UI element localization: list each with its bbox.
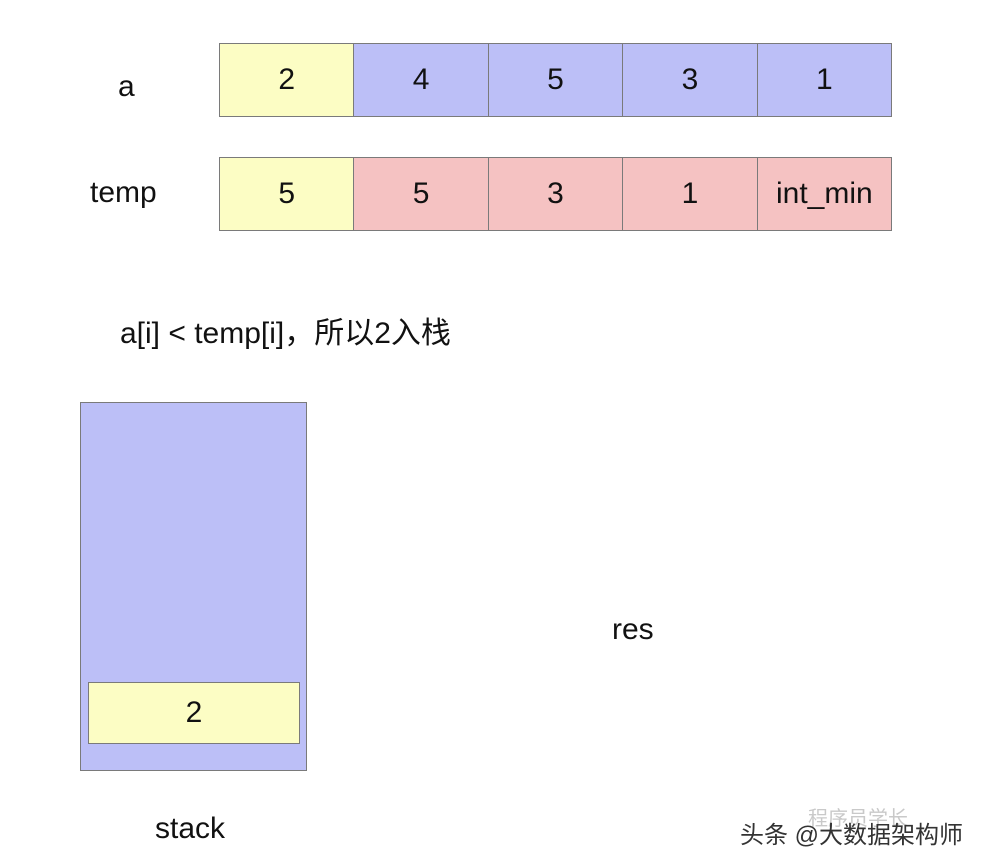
res-label: res (612, 613, 654, 646)
watermark-main: 头条 @大数据架构师 (740, 822, 964, 849)
stack-container: 2 (80, 402, 307, 771)
row-label-a: a (118, 70, 135, 103)
array-temp-cell: 3 (488, 158, 624, 230)
watermark-faint: 程序员学长 (808, 808, 908, 830)
array-temp-cell: 1 (623, 158, 758, 230)
array-temp-cell: 5 (354, 158, 489, 230)
array-a-cell: 2 (220, 44, 355, 116)
row-label-temp: temp (90, 176, 157, 209)
array-temp-cell: 5 (220, 158, 355, 230)
step-caption: a[i] < temp[i]，所以2入栈 (120, 317, 451, 350)
array-temp-cell: int_min (757, 158, 892, 230)
array-a-cell: 4 (354, 44, 489, 116)
array-temp: 5 5 3 1 int_min (219, 157, 892, 231)
array-a-cell: 1 (757, 44, 892, 116)
array-a-cell: 3 (623, 44, 758, 116)
array-a-cell: 5 (488, 44, 624, 116)
stack-label: stack (155, 812, 226, 845)
array-a: 2 4 5 3 1 (219, 43, 892, 117)
stack-item: 2 (88, 682, 300, 744)
